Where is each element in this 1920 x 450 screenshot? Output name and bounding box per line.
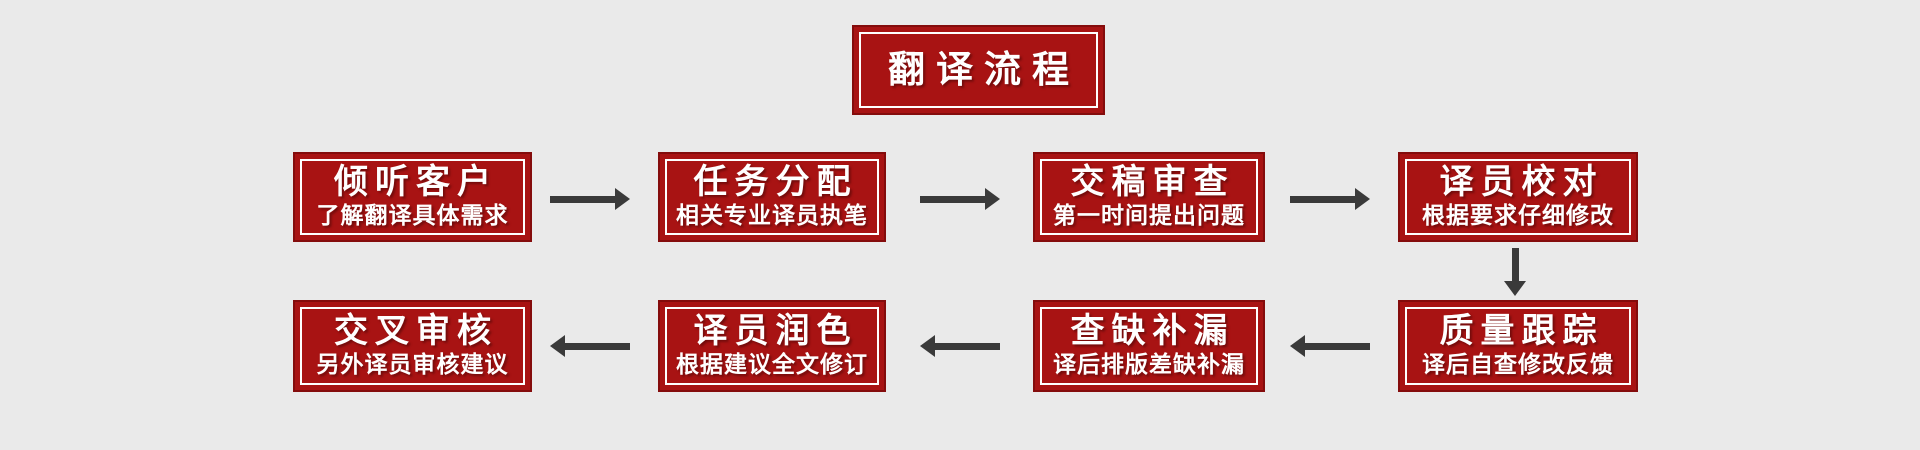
step-subtitle: 另外译员审核建议 (316, 352, 509, 379)
flow-title: 翻译流程 (888, 47, 1080, 91)
step-translator-polishing: 译员润色 根据建议全文修订 (658, 300, 886, 392)
arrow-right-icon-1 (550, 188, 630, 210)
step-subtitle: 译后自查修改反馈 (1422, 352, 1614, 379)
arrow-head (985, 188, 1000, 210)
step-subtitle: 根据建议全文修订 (676, 352, 868, 379)
step-translator-proofreading: 译员校对 根据要求仔细修改 (1398, 152, 1638, 242)
step-title: 译员校对 (1439, 162, 1604, 203)
step-inner-frame: 译员润色 根据建议全文修订 (665, 307, 879, 385)
step-submission-review: 交稿审查 第一时间提出问题 (1033, 152, 1265, 242)
step-inner-frame: 交稿审查 第一时间提出问题 (1040, 159, 1258, 235)
step-subtitle: 第一时间提出问题 (1053, 203, 1245, 230)
arrow-shaft (1511, 248, 1519, 281)
arrow-left-icon-1 (1290, 335, 1370, 357)
arrow-shaft (935, 342, 1000, 350)
arrow-head (550, 335, 565, 357)
arrow-head (1355, 188, 1370, 210)
arrow-head (1290, 335, 1305, 357)
step-inner-frame: 译员校对 根据要求仔细修改 (1405, 159, 1631, 235)
arrow-shaft (920, 195, 985, 203)
arrow-head (1504, 281, 1526, 296)
step-cross-review: 交叉审核 另外译员审核建议 (293, 300, 532, 392)
step-title: 倾听客户 (334, 162, 498, 203)
step-task-assignment: 任务分配 相关专业译员执笔 (658, 152, 886, 242)
arrow-right-icon-3 (1290, 188, 1370, 210)
arrow-shaft (565, 342, 630, 350)
step-listen-customer: 倾听客户 了解翻译具体需求 (293, 152, 532, 242)
step-inner-frame: 交叉审核 另外译员审核建议 (300, 307, 525, 385)
step-inner-frame: 质量跟踪 译后自查修改反馈 (1405, 307, 1631, 385)
step-subtitle: 译后排版差缺补漏 (1053, 352, 1245, 379)
arrow-shaft (550, 195, 615, 203)
arrow-head (615, 188, 630, 210)
flow-title-box: 翻译流程 (852, 25, 1105, 115)
step-title: 交叉审核 (334, 311, 498, 352)
step-title: 查缺补漏 (1070, 311, 1235, 352)
step-inner-frame: 倾听客户 了解翻译具体需求 (300, 159, 525, 235)
arrow-right-icon-2 (920, 188, 1000, 210)
step-quality-tracking: 质量跟踪 译后自查修改反馈 (1398, 300, 1638, 392)
arrow-left-icon-2 (920, 335, 1000, 357)
step-gap-filling: 查缺补漏 译后排版差缺补漏 (1033, 300, 1265, 392)
arrow-left-icon-3 (550, 335, 630, 357)
arrow-down-icon (1504, 248, 1526, 296)
arrow-shaft (1305, 342, 1370, 350)
step-subtitle: 根据要求仔细修改 (1422, 203, 1614, 230)
step-subtitle: 了解翻译具体需求 (316, 203, 509, 230)
arrow-shaft (1290, 195, 1355, 203)
step-title: 质量跟踪 (1439, 311, 1604, 352)
flow-title-inner-frame: 翻译流程 (859, 32, 1098, 108)
step-inner-frame: 任务分配 相关专业译员执笔 (665, 159, 879, 235)
arrow-head (920, 335, 935, 357)
step-subtitle: 相关专业译员执笔 (676, 203, 868, 230)
step-title: 交稿审查 (1070, 162, 1235, 203)
step-title: 译员润色 (693, 311, 858, 352)
step-inner-frame: 查缺补漏 译后排版差缺补漏 (1040, 307, 1258, 385)
step-title: 任务分配 (693, 162, 858, 203)
